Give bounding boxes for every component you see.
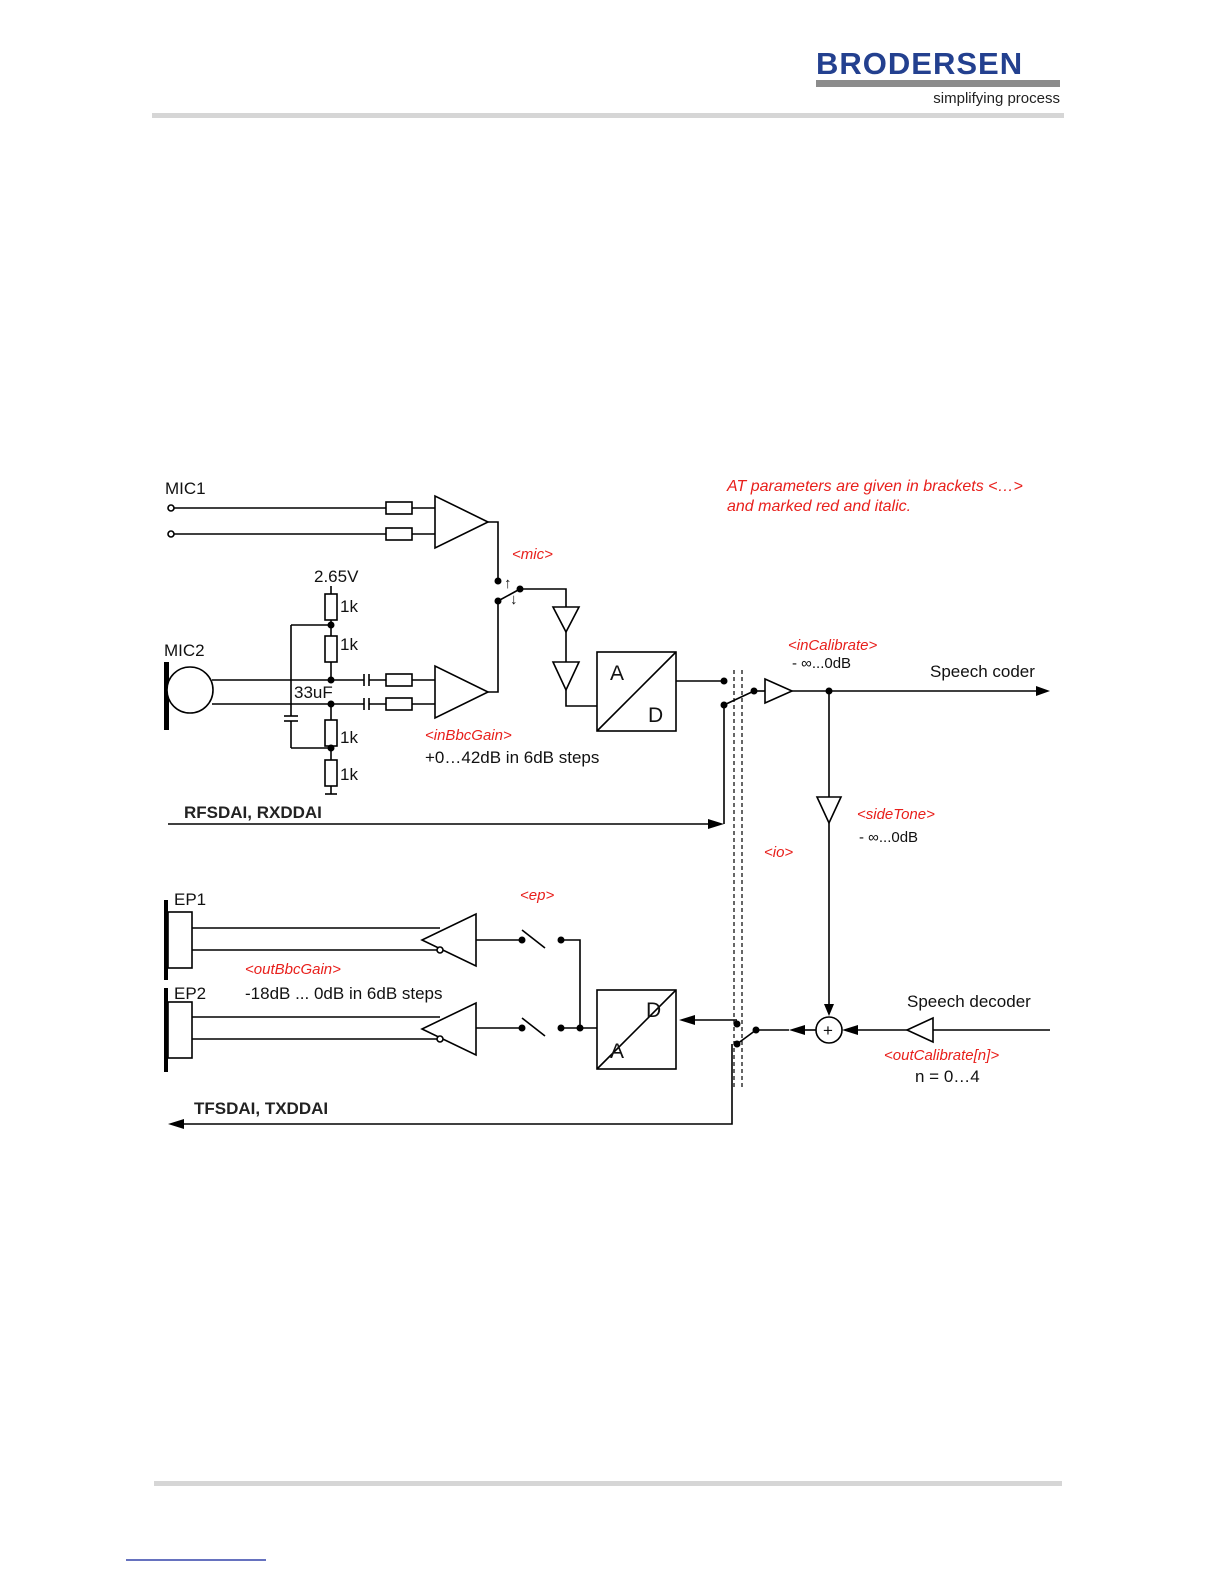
adc-label-d: D (648, 704, 663, 727)
resistor-r2 (324, 635, 338, 663)
mic2-plate (164, 662, 169, 730)
inCalibrate-gain (764, 677, 794, 705)
mic1-resistor-a (385, 501, 413, 515)
param-io: <io> (764, 844, 793, 861)
resistor-r3-label: 1k (340, 728, 358, 747)
param-outBbcGain: <outBbcGain> (245, 961, 341, 978)
speech-coder-label: Speech coder (930, 662, 1035, 681)
tx-path: <inCalibrate> - ∞...0dB Speech coder <si… (754, 637, 1050, 1016)
capacitor-label: 33uF (294, 683, 333, 702)
mic2-amplifier (434, 664, 490, 720)
mic2-microphone (166, 666, 214, 714)
dac-label-d: D (646, 999, 661, 1022)
brand-tagline: simplifying process (933, 90, 1060, 107)
resistor-r1-label: 1k (340, 597, 358, 616)
ep-switch: <ep> (476, 887, 580, 1037)
resistor-r2-label: 1k (340, 635, 358, 654)
earpiece-2 (167, 1001, 193, 1059)
footer-rule (154, 1481, 1062, 1486)
mic1-terminal-a (167, 504, 175, 512)
dac-block: D A (561, 939, 737, 1070)
param-outCalibrate-range: n = 0…4 (915, 1067, 980, 1086)
param-inBbcGain: <inBbcGain> (425, 727, 512, 744)
outCalibrate-gain (905, 1016, 934, 1044)
mic1-label: MIC1 (165, 479, 206, 498)
param-inCalibrate-range: - ∞...0dB (792, 655, 851, 672)
rx-path: + Speech decoder <outCalibrate[n]> n = 0… (756, 992, 1050, 1086)
tx-line: TFSDAI, TXDDAI (168, 1044, 733, 1129)
param-inCalibrate: <inCalibrate> (788, 637, 877, 654)
brand-logo: BRODERSEN (816, 46, 1023, 81)
param-outCalibrate: <outCalibrate[n]> (884, 1047, 999, 1064)
adc-block: A D (596, 651, 724, 732)
resistor-r4-label: 1k (340, 765, 358, 784)
mic2-label: MIC2 (164, 641, 205, 660)
ep1-output: EP1 <outBbcGain> -18dB ... 0dB in 6dB st… (164, 890, 477, 1003)
rx-label: RFSDAI, RXDDAI (184, 803, 322, 822)
ep2-label: EP2 (174, 984, 206, 1003)
resistor-r3 (324, 719, 338, 747)
rx-line: RFSDAI, RXDDAI (168, 803, 724, 829)
resistor-r4 (324, 759, 338, 787)
mic-gain-triangle-upper (551, 606, 581, 634)
ep1-label: EP1 (174, 890, 206, 909)
param-ep: <ep> (520, 887, 554, 904)
audio-block-diagram: AT parameters are given in brackets <…> … (164, 478, 1050, 1129)
mic1-resistor-b (385, 527, 413, 541)
param-sideTone-range: - ∞...0dB (859, 829, 918, 846)
speech-decoder-label: Speech decoder (907, 992, 1031, 1011)
param-mic: <mic> (512, 546, 553, 563)
io-switch: <io> (720, 670, 793, 1090)
param-inBbcGain-range: +0…42dB in 6dB steps (425, 748, 599, 767)
svg-text:↓: ↓ (510, 591, 518, 608)
ep2-output: EP2 (164, 984, 477, 1072)
param-outBbcGain-range: -18dB ... 0dB in 6dB steps (245, 984, 443, 1003)
adc-label-a: A (610, 662, 624, 685)
mic-switch: <mic> ↑ ↓ (494, 546, 597, 707)
resistor-r1 (324, 593, 338, 621)
earpiece-1 (167, 911, 193, 969)
dac-label-a: A (610, 1040, 624, 1063)
mic2-resistor-a (385, 673, 413, 687)
mic2-resistor-b (385, 697, 413, 711)
ep1-amplifier (420, 912, 477, 968)
svg-text:↑: ↑ (504, 575, 512, 592)
mic1-terminal-b (167, 530, 175, 538)
tx-label: TFSDAI, TXDDAI (194, 1099, 328, 1118)
supply-voltage-label: 2.65V (314, 567, 359, 586)
logo-bar (816, 80, 1060, 87)
header: BRODERSEN simplifying process (152, 46, 1064, 118)
param-sideTone: <sideTone> (857, 806, 935, 823)
ep2-amplifier (420, 1001, 477, 1057)
header-rule (152, 113, 1064, 118)
note-line-2: and marked red and italic. (727, 498, 911, 515)
mic1-input: MIC1 (165, 479, 499, 580)
note-line-1: AT parameters are given in brackets <…> (726, 478, 1023, 495)
mic-gain-triangle-lower (551, 661, 581, 692)
mic2-input: MIC2 2.65V 1k 1k 33uF 1k (164, 567, 599, 795)
mic1-amplifier (434, 494, 490, 550)
svg-text:+: + (823, 1021, 833, 1040)
sidetone-gain (815, 796, 843, 825)
